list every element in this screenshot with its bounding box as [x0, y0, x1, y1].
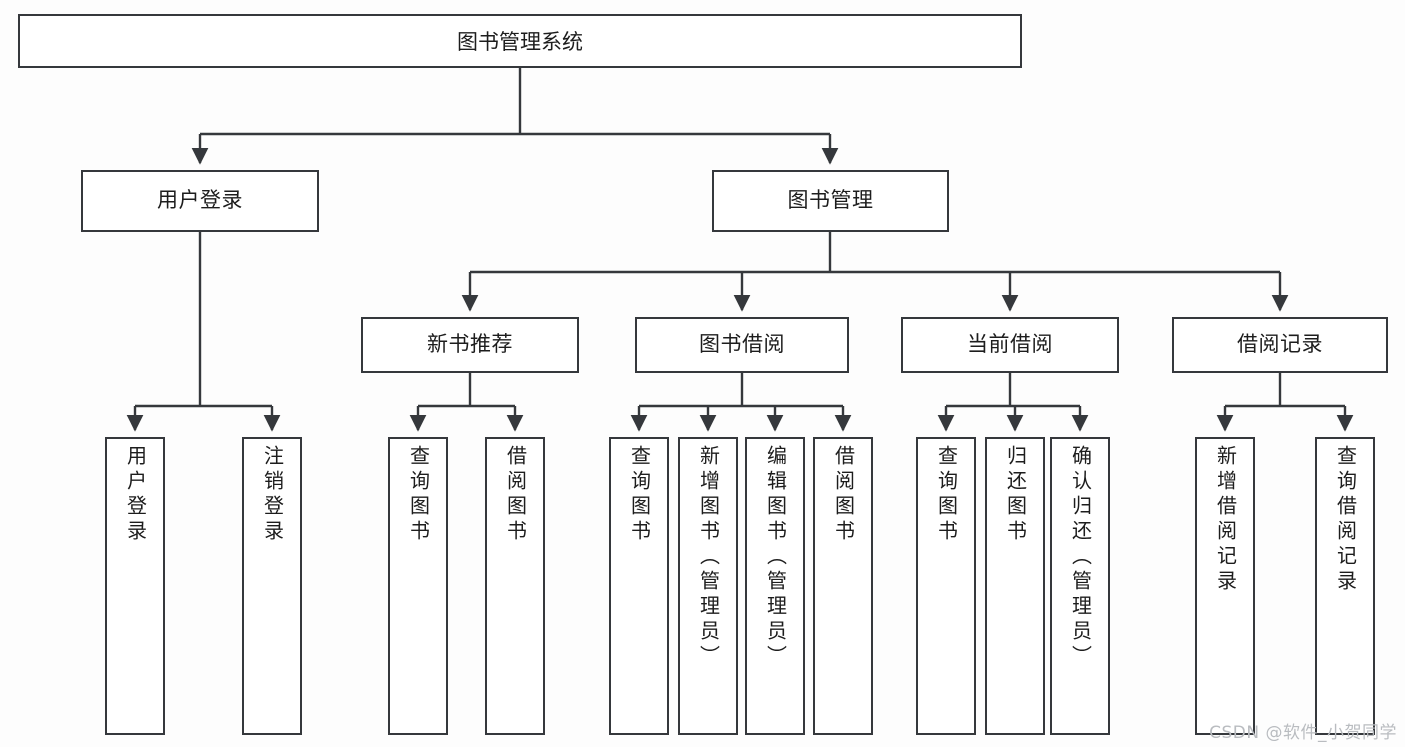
node-new-book-recommend[interactable]: 新书推荐 [361, 317, 579, 373]
leaf-query-book-borrow[interactable]: 查询图书 [609, 437, 669, 735]
node-new-book-recommend-label: 新书推荐 [427, 332, 513, 357]
csdn-watermark: CSDN @软件_小贺同学 [1209, 723, 1397, 743]
node-borrow-record-label: 借阅记录 [1237, 332, 1323, 357]
leaf-query-book-current[interactable]: 查询图书 [916, 437, 976, 735]
leaf-edit-book-admin[interactable]: 编辑图书（管理员） [745, 437, 805, 735]
leaf-query-book-current-label: 查询图书 [934, 445, 959, 545]
leaf-add-borrow-record-label: 新增借阅记录 [1213, 445, 1238, 595]
leaf-logout-label: 注销登录 [260, 445, 285, 545]
leaf-borrow-book-rec[interactable]: 借阅图书 [485, 437, 545, 735]
node-borrow-record[interactable]: 借阅记录 [1172, 317, 1388, 373]
leaf-confirm-return-admin-label: 确认归还（管理员） [1068, 445, 1093, 670]
leaf-user-login[interactable]: 用户登录 [105, 437, 165, 735]
leaf-logout[interactable]: 注销登录 [242, 437, 302, 735]
leaf-return-book[interactable]: 归还图书 [985, 437, 1045, 735]
leaf-add-book-admin[interactable]: 新增图书（管理员） [678, 437, 738, 735]
node-book-borrow[interactable]: 图书借阅 [635, 317, 849, 373]
node-book-management[interactable]: 图书管理 [712, 170, 949, 232]
leaf-add-borrow-record[interactable]: 新增借阅记录 [1195, 437, 1255, 735]
leaf-query-borrow-record[interactable]: 查询借阅记录 [1315, 437, 1375, 735]
leaf-query-book-borrow-label: 查询图书 [627, 445, 652, 545]
leaf-borrow-book-rec-label: 借阅图书 [503, 445, 528, 545]
leaf-query-book-rec-label: 查询图书 [406, 445, 431, 545]
leaf-confirm-return-admin[interactable]: 确认归还（管理员） [1050, 437, 1110, 735]
leaf-return-book-label: 归还图书 [1003, 445, 1028, 545]
leaf-query-borrow-record-label: 查询借阅记录 [1333, 445, 1358, 595]
leaf-query-book-rec[interactable]: 查询图书 [388, 437, 448, 735]
node-user-login[interactable]: 用户登录 [81, 170, 319, 232]
node-root-label: 图书管理系统 [457, 30, 583, 54]
node-book-borrow-label: 图书借阅 [699, 332, 785, 357]
node-root[interactable]: 图书管理系统 [18, 14, 1022, 68]
leaf-borrow-book[interactable]: 借阅图书 [813, 437, 873, 735]
leaf-edit-book-admin-label: 编辑图书（管理员） [763, 445, 788, 670]
leaf-borrow-book-label: 借阅图书 [831, 445, 856, 545]
node-book-management-label: 图书管理 [787, 188, 874, 213]
node-user-login-label: 用户登录 [157, 188, 243, 213]
node-current-borrow-label: 当前借阅 [967, 332, 1053, 357]
node-current-borrow[interactable]: 当前借阅 [901, 317, 1119, 373]
leaf-user-login-label: 用户登录 [123, 445, 148, 545]
leaf-add-book-admin-label: 新增图书（管理员） [696, 445, 721, 670]
